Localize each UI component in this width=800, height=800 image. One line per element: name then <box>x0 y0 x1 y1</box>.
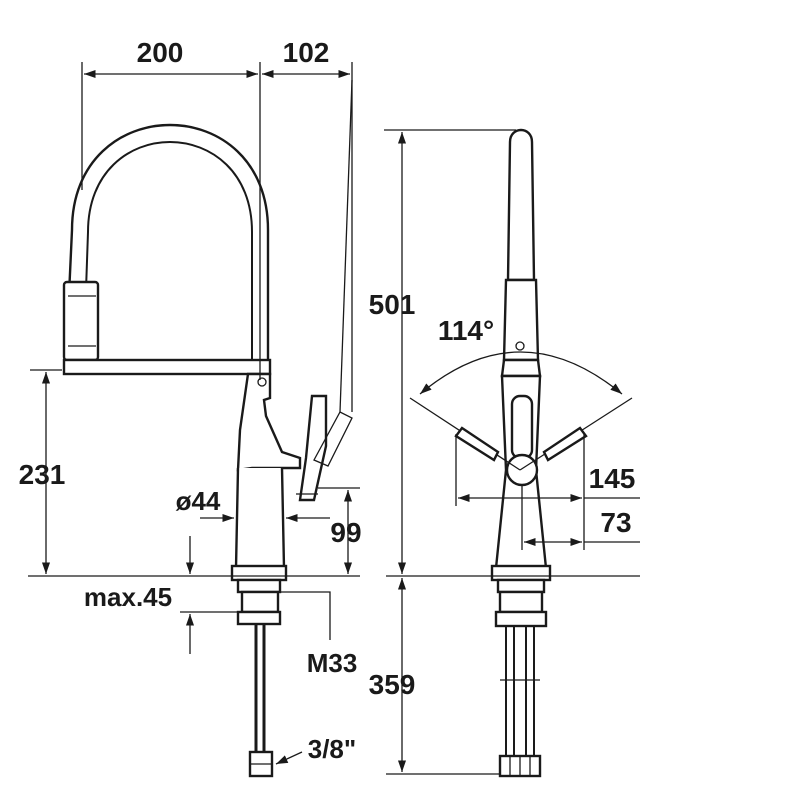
dim-half-reach: 73 <box>600 507 631 538</box>
dim-height-handle: 99 <box>330 517 361 548</box>
side-base-flange <box>490 564 552 582</box>
handle-raised-outline <box>313 411 353 467</box>
spout-arm <box>62 358 272 376</box>
side-handle <box>510 394 534 460</box>
dim-thread: M33 <box>307 648 358 678</box>
front-view: 200 102 231 ø44 99 max.45 M33 3/8" <box>19 37 362 778</box>
side-view: 114° 501 359 145 73 <box>369 128 640 778</box>
dim-under-counter: 359 <box>369 669 416 700</box>
dim-connection: 3/8" <box>308 734 356 764</box>
side-handle-swing-left <box>454 426 500 462</box>
dim-diameter-body: ø44 <box>176 486 221 516</box>
faucet-body <box>234 467 286 570</box>
dim-width-spout: 200 <box>137 37 184 68</box>
faucet-neck <box>236 372 302 472</box>
base-flange <box>230 564 288 582</box>
dim-rotation-angle: 114° <box>438 315 494 346</box>
spout-arch-inner <box>85 141 253 360</box>
spout-arch-outer <box>64 123 270 361</box>
handle-lever <box>298 394 328 502</box>
dim-handle-reach: 145 <box>589 463 636 494</box>
spray-head <box>62 280 100 362</box>
dim-total-height: 501 <box>369 289 416 320</box>
mounting-nut <box>236 578 282 594</box>
dim-width-handle: 102 <box>283 37 330 68</box>
side-spout <box>506 128 536 282</box>
dim-height-spout: 231 <box>19 459 66 490</box>
side-handle-swing-right <box>542 426 588 462</box>
dim-max-thickness: max.45 <box>84 582 172 612</box>
